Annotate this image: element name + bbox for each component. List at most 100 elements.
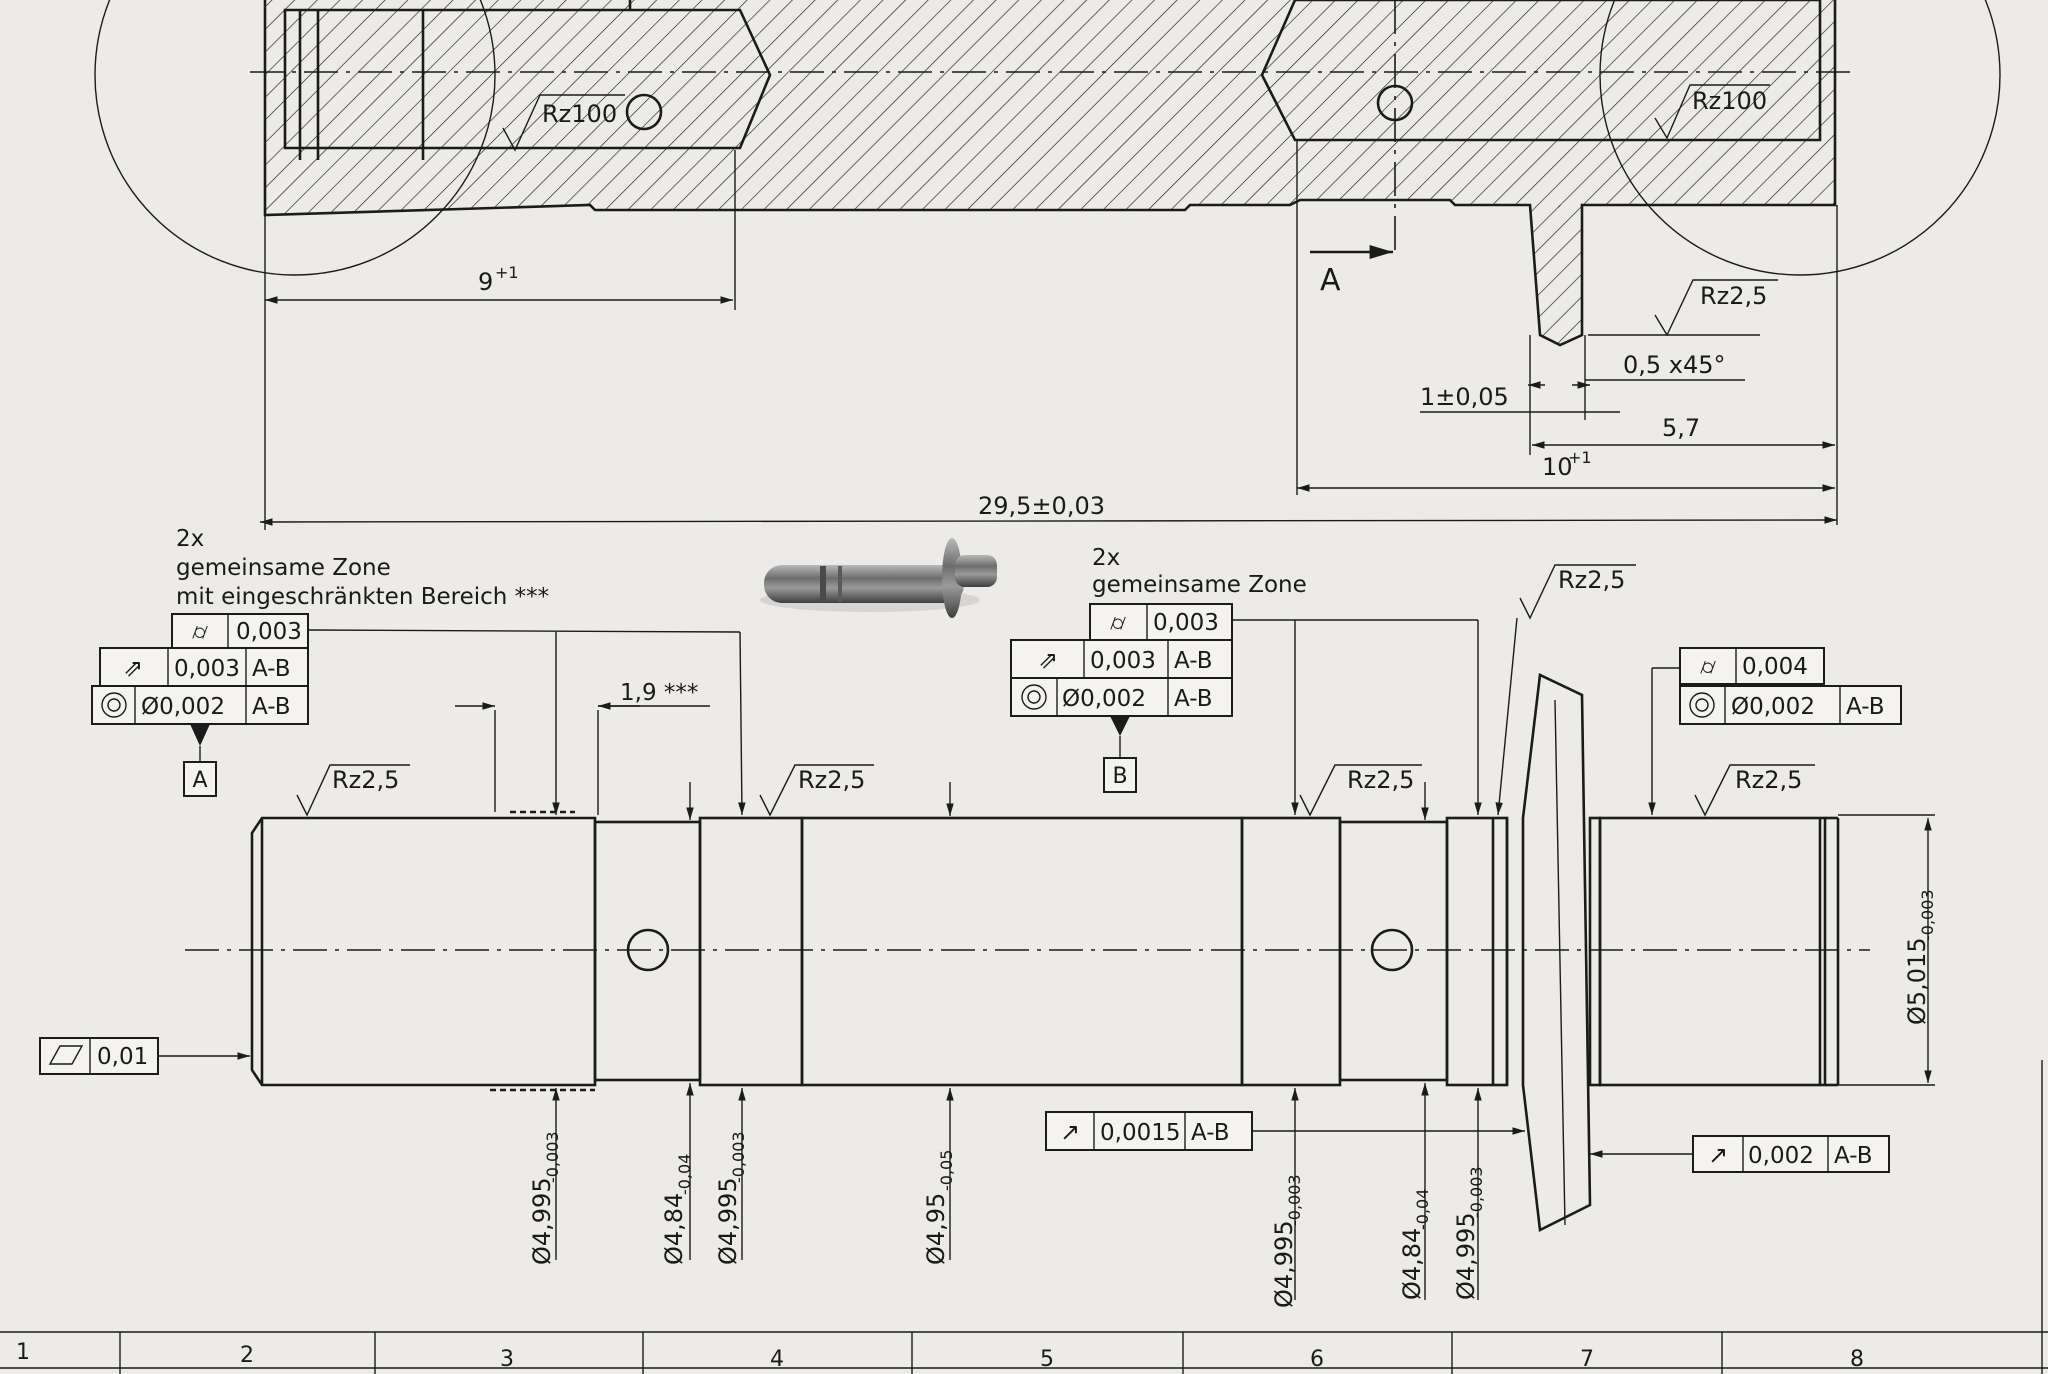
- dim-5-7: 5,7: [1662, 414, 1700, 442]
- dim-9-tol: +1: [495, 263, 519, 282]
- fcf-mid-conc-ref: A-B: [1174, 686, 1213, 712]
- title-grid: 1 2 3 4 5 6 7 8: [0, 1060, 2048, 1374]
- dim-10-tol: +1: [1568, 448, 1592, 467]
- grid-4: 4: [770, 1347, 784, 1372]
- concentricity-icon-right: [1689, 692, 1715, 718]
- right-zone: gemeinsame Zone: [1092, 572, 1307, 598]
- fcf-flat: 0,01: [97, 1044, 148, 1070]
- flatness-icon: [48, 1045, 84, 1065]
- diameter-labels: Ø4,995 -0,003 Ø4,84 -0,04 Ø4,995 -0,003 …: [528, 889, 1937, 1308]
- left-zone-restricted: mit eingeschränkten Bereich ***: [176, 584, 549, 610]
- dia-7-tol: -0,003: [1467, 1166, 1486, 1218]
- left-bore: [283, 8, 772, 150]
- rz25-1: Rz2,5: [332, 766, 399, 794]
- circular-runout-icon-2: ↗: [1708, 1141, 1728, 1169]
- rz25-4: Rz2,5: [1735, 766, 1802, 794]
- outer-contour: [263, 0, 1837, 347]
- left-zone: gemeinsame Zone: [176, 555, 391, 581]
- roughness-rz25-flange-top: Rz2,5: [1558, 566, 1625, 594]
- cylindricity-icon-mid: ⌭: [1110, 611, 1126, 636]
- roughness-rz25-flange: Rz2,5: [1700, 282, 1767, 310]
- fcf-run2-ref: A-B: [1834, 1143, 1873, 1169]
- dia-4-tol: -0,05: [937, 1150, 956, 1191]
- dia-2: Ø4,84: [660, 1193, 688, 1265]
- dia-4: Ø4,95: [922, 1193, 950, 1265]
- right-count: 2x: [1092, 545, 1120, 571]
- dia-3-tol: -0,003: [729, 1131, 748, 1183]
- dim-9: 9: [478, 268, 493, 296]
- grid-2: 2: [240, 1343, 254, 1368]
- grid-3: 3: [500, 1347, 514, 1372]
- dia-5: Ø4,995: [1270, 1220, 1298, 1308]
- circular-runout-icon: ↗: [1060, 1118, 1080, 1146]
- mid-notes: 2x gemeinsame Zone ⌭ 0,003 ⇗ 0,003 A-B Ø…: [1010, 545, 1482, 815]
- fcf-right-cyl: 0,004: [1742, 654, 1808, 680]
- section-mark: A: [1320, 263, 1341, 298]
- dia-6-tol: -0,04: [1413, 1189, 1432, 1230]
- datum-b: B: [1112, 764, 1127, 789]
- dia-6: Ø4,84: [1398, 1228, 1426, 1300]
- cylindricity-icon: ⌭: [192, 620, 208, 645]
- total-runout-icon: ⇗: [123, 654, 143, 682]
- fcf-left-run: 0,003: [174, 656, 240, 682]
- shaft-front-view: 1,9 ***: [185, 673, 1870, 1232]
- flange-section: [1530, 205, 1582, 345]
- roughness-rz100-left: Rz100: [542, 100, 617, 128]
- grid-6: 6: [1310, 1347, 1324, 1372]
- dia-8: Ø5,015: [1903, 937, 1931, 1025]
- front-roughness: Rz2,5 Rz2,5 Rz2,5 Rz2,5: [296, 764, 1815, 817]
- flange: [1521, 673, 1592, 1232]
- fcf-mid-run: 0,003: [1090, 648, 1156, 674]
- datum-a: A: [192, 768, 207, 793]
- rz25-3: Rz2,5: [1347, 766, 1414, 794]
- dim-1: 1±0,05: [1420, 383, 1509, 411]
- dim-1-9: 1,9 ***: [620, 680, 698, 706]
- shaft-part-photo: [760, 538, 997, 618]
- left-notes: 2x gemeinsame Zone mit eingeschränkten B…: [91, 526, 746, 816]
- fcf-left-cyl: 0,003: [236, 619, 302, 645]
- section-view: A Rz100 Rz100 Rz2,5 9 +1 10 +1 5,7 1±0,0…: [94, 0, 2001, 530]
- dim-total: 29,5±0,03: [978, 492, 1105, 520]
- concentricity-icon-mid: [1021, 684, 1047, 710]
- chamfer: 0,5 x45°: [1623, 351, 1726, 379]
- fcf-mid-cyl: 0,003: [1153, 610, 1219, 636]
- fcf-run2: 0,002: [1748, 1143, 1814, 1169]
- cylindricity-icon-right: ⌭: [1700, 655, 1716, 680]
- dim-10: 10: [1542, 453, 1573, 481]
- dia-2-tol: -0,04: [675, 1154, 694, 1195]
- fcf-left-conc-ref: A-B: [252, 694, 291, 720]
- total-runout-icon-mid: ⇗: [1038, 646, 1058, 674]
- fcf-flatness: 0,01: [39, 1037, 250, 1075]
- diameter-leaders: [552, 782, 1935, 1300]
- roughness-rz100-right: Rz100: [1692, 87, 1767, 115]
- rz25-2: Rz2,5: [798, 766, 865, 794]
- fcf-runout-bottom: ↗ 0,0015 A-B ↗ 0,002 A-B: [1045, 1111, 1890, 1173]
- fcf-run1-ref: A-B: [1191, 1120, 1230, 1146]
- fcf-right: ⌭ 0,004 Ø0,002 A-B: [1648, 647, 1902, 815]
- cross-hole-left: [625, 93, 663, 131]
- dia-7: Ø4,995: [1452, 1212, 1480, 1300]
- fcf-right-conc: Ø0,002: [1731, 694, 1815, 720]
- dia-1-tol: -0,003: [543, 1131, 562, 1183]
- fcf-mid-conc: Ø0,002: [1062, 686, 1146, 712]
- detail-circle-right: [1599, 0, 2001, 276]
- concentricity-icon: [101, 692, 127, 718]
- grid-5: 5: [1040, 1347, 1054, 1372]
- dia-3: Ø4,995: [714, 1177, 742, 1265]
- fcf-left: ⌭ 0,003 ⇗ 0,003 A-B Ø0,002 A-B A: [91, 613, 309, 797]
- dia-8-tol: -0,003: [1918, 889, 1937, 941]
- grid-7: 7: [1580, 1347, 1594, 1372]
- grid-1: 1: [16, 1340, 30, 1365]
- dia-5-tol: -0,003: [1285, 1174, 1304, 1226]
- right-bore: [1260, 0, 1822, 142]
- dia-1: Ø4,995: [528, 1177, 556, 1265]
- detail-circle-left: [94, 0, 496, 276]
- cross-hole-front-right: [1370, 928, 1414, 972]
- fcf-left-conc: Ø0,002: [141, 694, 225, 720]
- fcf-run1: 0,0015: [1100, 1120, 1180, 1146]
- fcf-mid-run-ref: A-B: [1174, 648, 1213, 674]
- fcf-right-conc-ref: A-B: [1846, 694, 1885, 720]
- fcf-left-run-ref: A-B: [252, 656, 291, 682]
- grid-8: 8: [1850, 1347, 1864, 1372]
